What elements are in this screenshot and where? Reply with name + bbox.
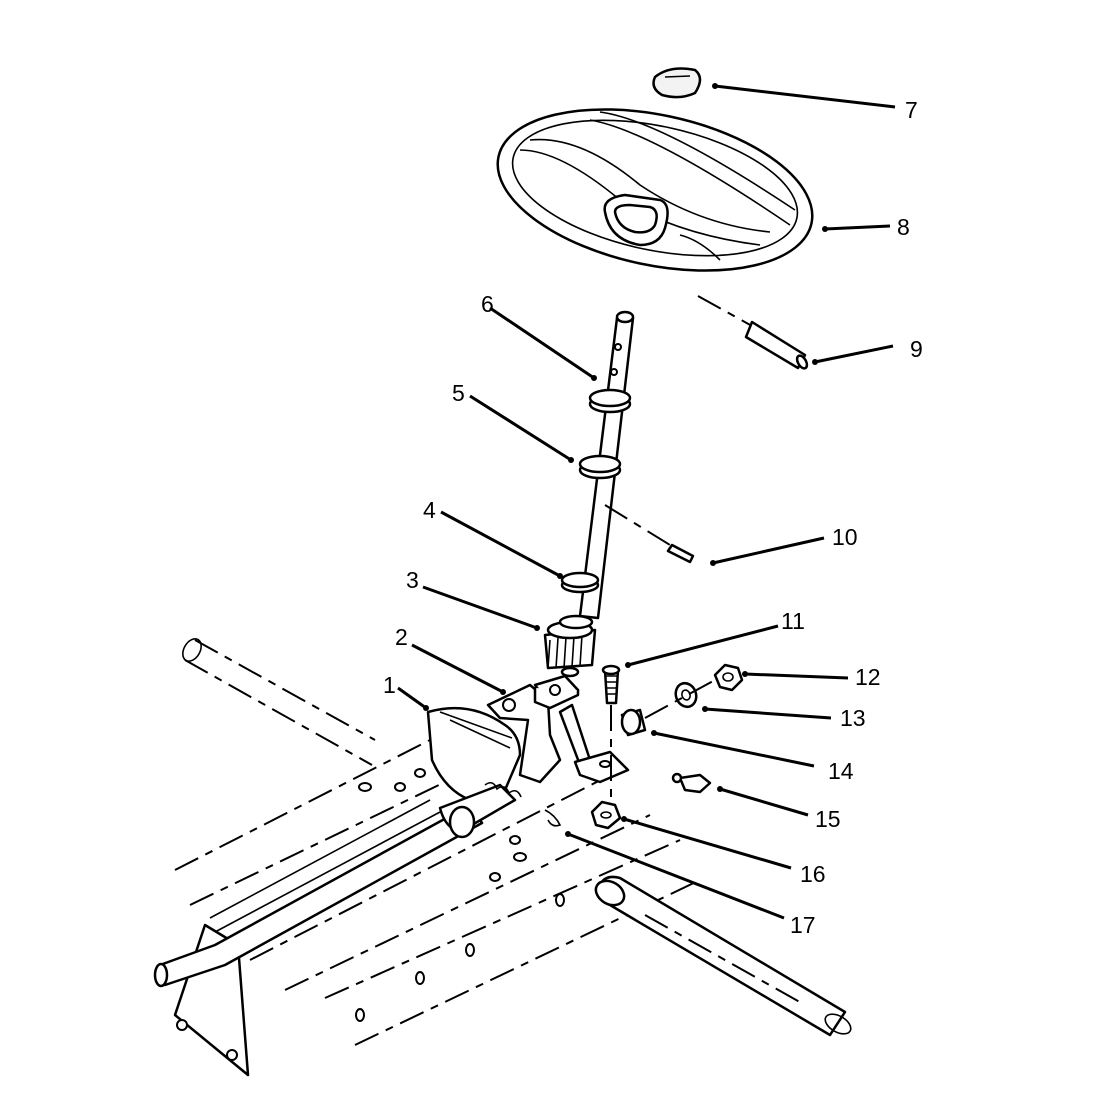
bushing-bottom: [560, 571, 600, 594]
shaft-pin: [604, 504, 695, 564]
front-axle-tube: [594, 875, 852, 1037]
callout-10: 10: [832, 524, 858, 550]
bushing-upper: [588, 388, 632, 414]
bushing-lower: [578, 454, 622, 480]
callout-15: 15: [815, 806, 841, 832]
callout-6: 6: [481, 291, 494, 317]
callout-11: 11: [781, 608, 805, 634]
drag-link-rod: [153, 799, 484, 988]
leader-lines: [397, 83, 896, 920]
callout-14: 14: [828, 758, 854, 784]
steering-bracket: [486, 674, 630, 784]
nut-12: [713, 663, 744, 692]
callout-16: 16: [800, 861, 826, 887]
shaft-collar: [558, 614, 594, 630]
spacer-14: [620, 679, 716, 737]
callout-1: 1: [383, 672, 396, 698]
pinion-gear: [543, 620, 597, 678]
callout-labels: 1 2 3 4 5 6 7 8 9 10 11 12 13 14 15 16 1…: [383, 97, 923, 938]
callout-2: 2: [395, 624, 408, 650]
callout-5: 5: [452, 380, 465, 406]
callout-3: 3: [406, 567, 419, 593]
wheel-cap: [652, 67, 702, 99]
cotter-pin-17: [544, 809, 562, 827]
washer-13: [674, 681, 698, 709]
callout-17: 17: [790, 912, 816, 938]
frame-outline: [174, 638, 852, 1046]
nut-16: [590, 800, 622, 830]
callout-8: 8: [897, 214, 910, 240]
sector-gear: [426, 706, 522, 839]
bolt: [601, 664, 621, 800]
roll-pin: [697, 295, 809, 370]
callout-12: 12: [855, 664, 881, 690]
grease-fitting-15: [671, 772, 712, 794]
steering-wheel: [496, 108, 814, 272]
callout-7: 7: [905, 97, 918, 123]
callout-4: 4: [423, 497, 436, 523]
callout-13: 13: [840, 705, 866, 731]
frame-holes: [355, 768, 565, 1022]
callout-9: 9: [910, 336, 923, 362]
